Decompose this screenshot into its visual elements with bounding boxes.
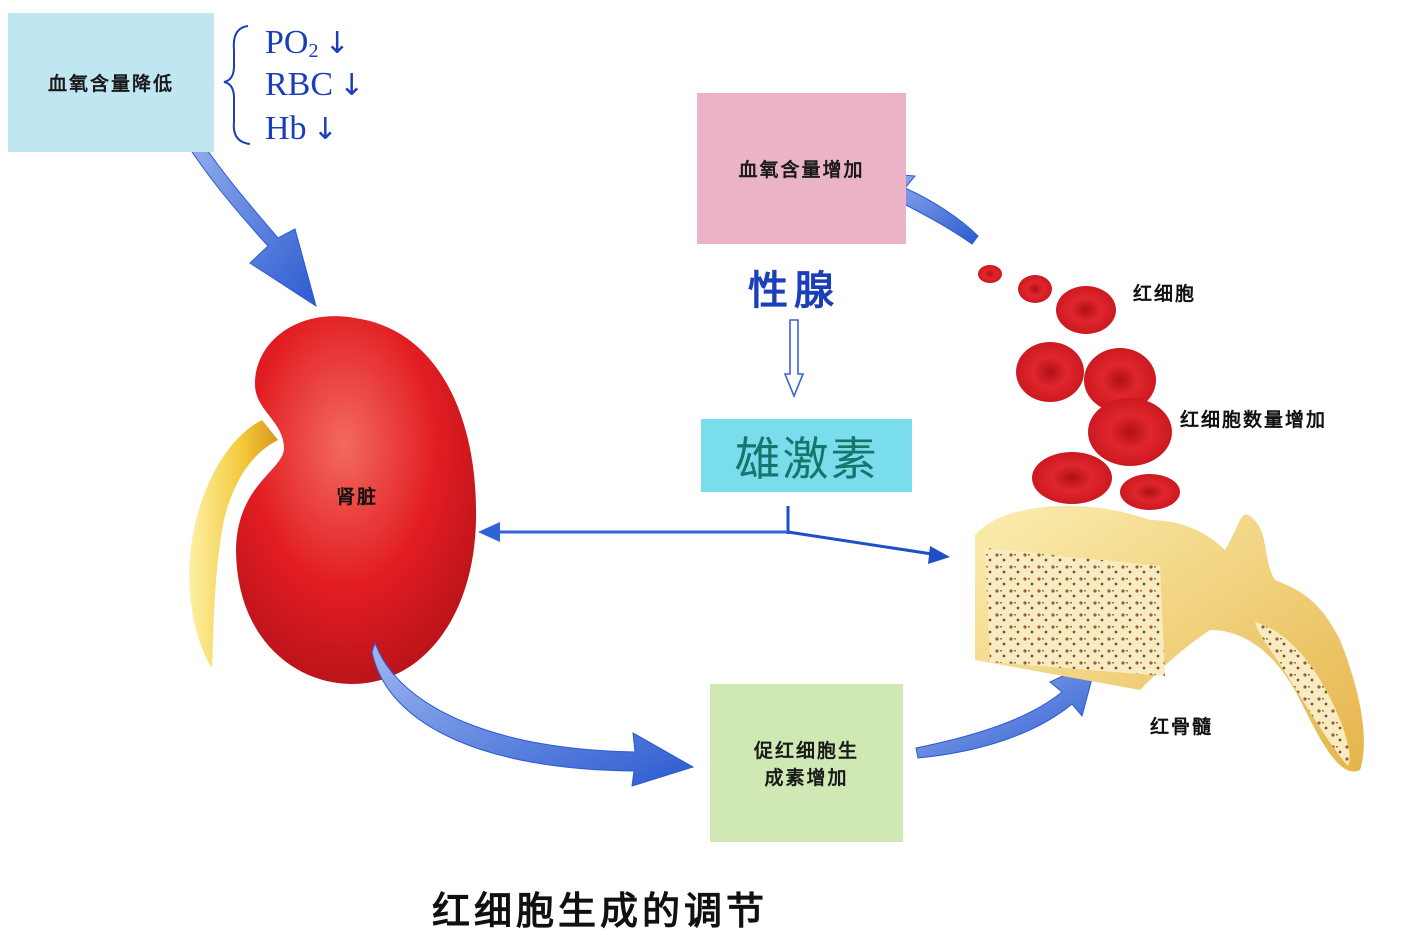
indicator-po2: PO2↓: [265, 24, 350, 62]
blood-oxygen-high-label: 血氧含量增加: [738, 159, 865, 181]
rbc-label: 红细胞: [1133, 283, 1197, 305]
indicator-rbc: RBC↓: [265, 68, 364, 102]
rbc-increase-label: 红细胞数量增加: [1180, 409, 1328, 431]
box-epo-increase: 促红细胞生 成素增加: [710, 684, 903, 842]
box-androgen: 雄激素: [701, 419, 912, 492]
box-blood-oxygen-high: 血氧含量增加: [697, 93, 906, 244]
bone-marrow-illustration: [975, 505, 1364, 772]
epo-line2: 成素增加: [764, 767, 849, 789]
arrowhead-to-kidney: [478, 522, 500, 542]
androgen-label: 雄激素: [734, 431, 879, 486]
red-marrow-label: 红骨髓: [1150, 716, 1214, 738]
indicator-hb-name: Hb: [265, 110, 307, 147]
diagram-caption: 红细胞生成的调节: [432, 889, 769, 933]
indicator-rbc-name: RBC: [265, 66, 334, 103]
kidney-label: 肾脏: [336, 486, 379, 508]
kidney-shape: [236, 316, 477, 684]
arrowhead-to-marrow: [928, 546, 950, 564]
blood-oxygen-low-label: 血氧含量降低: [47, 73, 174, 95]
arrow-low-to-kidney: [175, 119, 317, 308]
ureter: [189, 420, 278, 668]
line-androgen-to-marrow: [787, 530, 933, 556]
down-arrow-icon: ↓: [339, 68, 365, 103]
brace: [223, 25, 251, 145]
down-arrow-icon: ↓: [312, 112, 338, 147]
red-blood-cells: [978, 265, 1180, 510]
indicator-hb: Hb↓: [265, 112, 338, 146]
down-arrow-icon: ↓: [324, 26, 350, 61]
gonad-label: 性腺: [748, 268, 840, 314]
box-blood-oxygen-low: 血氧含量降低: [8, 13, 214, 152]
arrow-gonad-to-androgen: [783, 319, 805, 399]
epo-line1: 促红细胞生: [753, 740, 859, 762]
indicator-po2-name: PO: [265, 24, 309, 61]
arrow-kidney-to-epo: [371, 641, 695, 787]
indicator-po2-sub: 2: [308, 40, 319, 62]
